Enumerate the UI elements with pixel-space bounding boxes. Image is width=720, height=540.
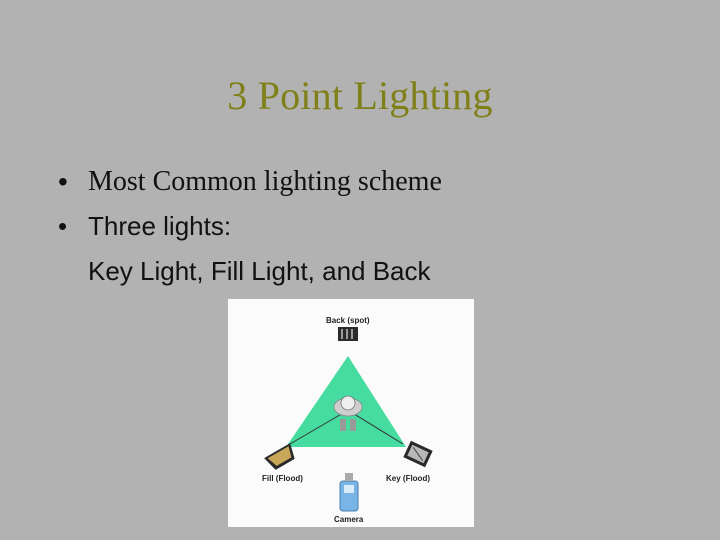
slide-title: 3 Point Lighting [227,73,493,118]
fill-light-icon [264,443,295,470]
bullet-continuation: Key Light, Fill Light, and Back [88,256,431,286]
back-light-label: Back (spot) [326,316,370,325]
camera-label: Camera [334,515,364,524]
bullet-text: Three lights: [88,211,232,241]
bullet-list: • Most Common lighting scheme • Three li… [58,160,698,294]
lighting-diagram: Back (spot) Fill (Flood) Key (Flood) Cam… [228,299,474,527]
key-light-label: Key (Flood) [386,474,430,483]
camera-icon [339,473,359,512]
bullet-dot: • [58,211,68,241]
bullet-dot: • [58,166,68,197]
subject-figure [333,395,363,431]
key-light-icon [403,440,433,468]
bullet-item: • Three lights: Key Light, Fill Light, a… [58,204,698,294]
bullet-item: • Most Common lighting scheme [58,160,698,204]
back-light-icon [338,327,358,341]
lighting-diagram-svg: Back (spot) Fill (Flood) Key (Flood) Cam… [262,316,433,524]
bullet-text: Most Common lighting scheme [88,166,442,197]
fill-light-label: Fill (Flood) [262,474,303,483]
